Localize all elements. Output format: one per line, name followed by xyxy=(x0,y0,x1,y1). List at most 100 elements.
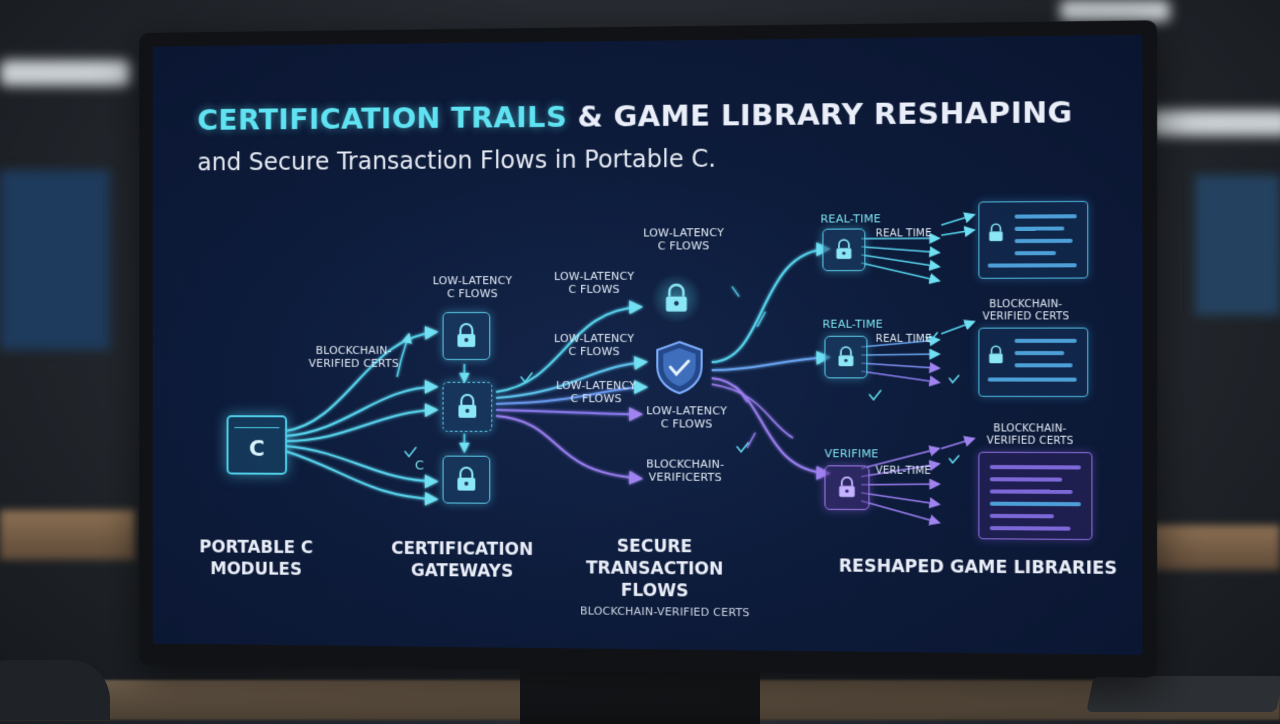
ceiling-light xyxy=(1060,0,1170,22)
label-low-latency-2: LOW-LATENCY C FLOWS xyxy=(643,226,724,252)
c-module-icon: C xyxy=(228,437,285,462)
flow-line xyxy=(496,410,641,414)
panel-line xyxy=(1015,339,1077,343)
label-c-glyph: C xyxy=(415,459,424,472)
library-lock-2 xyxy=(824,336,867,379)
checkmark-icon xyxy=(737,443,748,452)
label-low-latency-1: LOW-LATENCY C FLOWS xyxy=(433,274,513,300)
panel-line xyxy=(990,489,1073,494)
panel-line xyxy=(1015,227,1065,231)
panel-line xyxy=(1015,351,1065,355)
library-panel-2 xyxy=(978,328,1088,397)
library-lock-1 xyxy=(822,228,865,271)
flow-line xyxy=(861,246,939,252)
panel-line xyxy=(988,263,1077,267)
background-screen xyxy=(1195,175,1280,315)
heading-text: PORTABLE C MODULES xyxy=(199,537,313,579)
lock-icon xyxy=(663,284,689,314)
column-heading-libraries: RESHAPED GAME LIBRARIES xyxy=(839,555,1117,580)
flow-line xyxy=(941,230,974,235)
panel-line xyxy=(988,377,1077,381)
panel-line xyxy=(1015,239,1073,243)
column-heading-modules: PORTABLE C MODULES xyxy=(199,537,313,581)
label-realtime-3b: VERL-TIME xyxy=(876,466,931,478)
mouse xyxy=(0,660,110,720)
title-highlight: CERTIFICATION TRAILS xyxy=(197,100,567,137)
label-text: LOW-LATENCY C FLOWS xyxy=(433,274,513,300)
flow-line xyxy=(941,215,974,225)
label-text: REAL-TIME xyxy=(820,212,881,225)
flow-line xyxy=(712,249,829,362)
gateway-lock-center xyxy=(443,382,493,432)
heading-text: CERTIFICATION GATEWAYS xyxy=(391,539,533,582)
lock-icon xyxy=(456,394,478,420)
label-text: C xyxy=(415,458,424,473)
label-realtime-2: REAL-TIME xyxy=(822,318,883,331)
library-lock-3 xyxy=(824,465,869,510)
gateway-lock-top xyxy=(443,312,491,360)
ceiling-light xyxy=(1150,110,1280,136)
lock-icon xyxy=(837,476,857,498)
background-screen xyxy=(0,170,110,350)
flow-line xyxy=(941,438,974,448)
module-titlebar xyxy=(234,422,279,428)
flow-line xyxy=(861,501,939,523)
label-blockchain-4: BLOCKCHAIN- VERIFIED CERTS xyxy=(987,423,1074,448)
ceiling-light xyxy=(0,60,130,86)
heading-text: SECURE TRANSACTION FLOWS xyxy=(586,537,723,602)
flow-line xyxy=(861,484,939,485)
label-realtime-1b: REAL TIME xyxy=(876,228,932,240)
portable-c-module: C xyxy=(227,415,288,475)
lock-icon xyxy=(988,345,1005,365)
background-desk xyxy=(1145,525,1280,570)
label-text: VERL-TIME xyxy=(876,466,931,477)
heading-text: RESHAPED GAME LIBRARIES xyxy=(839,556,1117,579)
label-text: LOW-LATENCY C FLOWS xyxy=(643,226,724,252)
column-heading-gateways: CERTIFICATION GATEWAYS xyxy=(391,538,533,583)
lock-icon xyxy=(837,346,855,368)
diagram-title: CERTIFICATION TRAILS & GAME LIBRARY RESH… xyxy=(197,95,1072,137)
panel-line xyxy=(1015,363,1073,367)
flow-line xyxy=(737,387,747,402)
label-text: LOW-LATENCY C FLOWS xyxy=(554,270,634,296)
title-rest: & GAME LIBRARY RESHAPING xyxy=(567,95,1073,134)
checkmark-icon xyxy=(405,447,416,456)
label-text: LOW-LATENCY C FLOWS xyxy=(556,379,636,405)
lock-icon xyxy=(835,239,853,261)
label-verif-3: VERIFIME xyxy=(824,447,878,460)
flow-line xyxy=(496,416,641,479)
label-low-latency-3: LOW-LATENCY C FLOWS xyxy=(554,270,634,296)
label-text: BLOCKCHAIN- VERIFIED CERTS xyxy=(987,423,1074,447)
monitor: CERTIFICATION TRAILS & GAME LIBRARY RESH… xyxy=(139,20,1157,677)
flow-line xyxy=(861,371,939,382)
label-text: LOW-LATENCY C FLOWS xyxy=(554,332,634,358)
label-text: REAL TIME xyxy=(876,228,932,239)
library-panel-3 xyxy=(978,452,1092,540)
flow-line xyxy=(285,409,437,441)
diagram-subtitle: and Secure Transaction Flows in Portable… xyxy=(197,145,716,177)
flow-line xyxy=(861,354,939,355)
panel-line xyxy=(990,514,1054,518)
label-realtime-2b: REAL TIME xyxy=(876,334,932,346)
gateway-lock-bottom xyxy=(443,456,491,504)
monitor-stand xyxy=(520,664,760,724)
label-text: REAL-TIME xyxy=(822,318,883,331)
flow-line xyxy=(712,357,829,370)
label-blockchain-1: BLOCKCHAIN- VERIFIED CERTS xyxy=(309,344,399,370)
lock-icon xyxy=(455,467,477,493)
shield-check-icon xyxy=(651,338,707,396)
keyboard xyxy=(1086,676,1280,712)
library-panel-1 xyxy=(978,201,1088,279)
checkmark-icon xyxy=(950,456,959,463)
flow-line xyxy=(747,433,755,448)
panel-line xyxy=(990,526,1071,531)
background-desk xyxy=(0,510,135,560)
label-blockchain-2: BLOCKCHAIN- VERIFICERTS xyxy=(646,457,724,484)
checkmark-icon xyxy=(869,391,880,400)
panel-line xyxy=(1015,251,1056,255)
panel-line xyxy=(990,465,1081,469)
flow-line xyxy=(712,378,829,473)
monitor-screen: CERTIFICATION TRAILS & GAME LIBRARY RESH… xyxy=(153,35,1143,655)
lock-icon xyxy=(988,223,1005,243)
footer-caption: BLOCKCHAIN-VERIFIED CERTS xyxy=(580,604,750,619)
